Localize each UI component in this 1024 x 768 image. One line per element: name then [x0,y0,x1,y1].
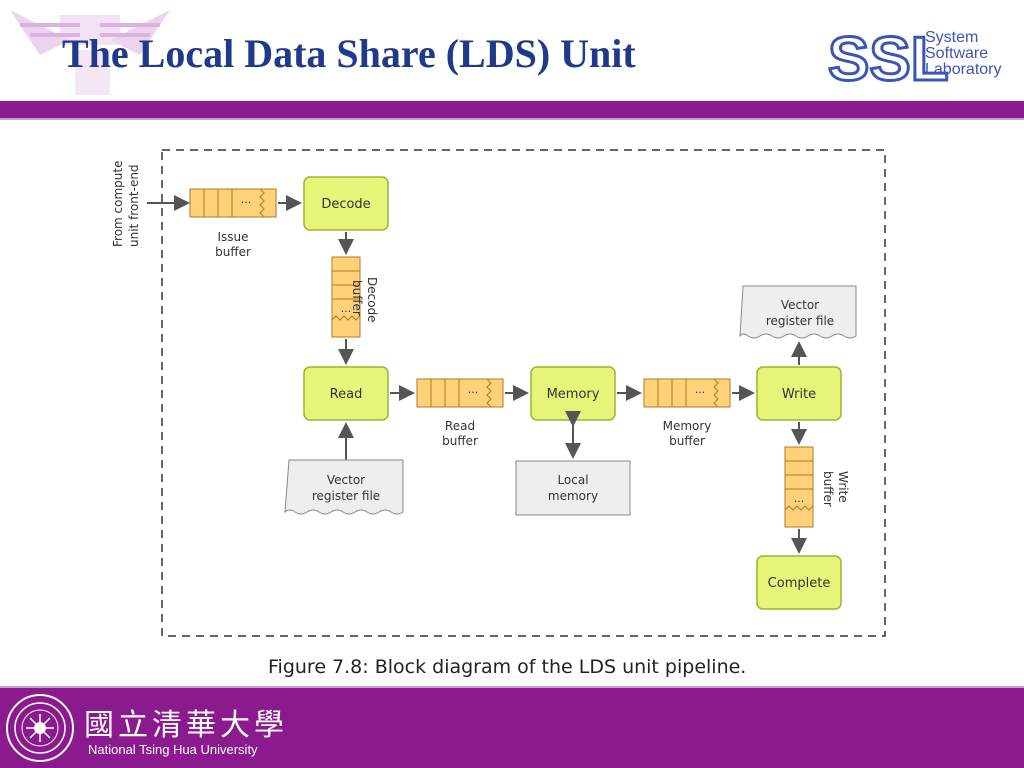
read-vrf-label-2: register file [312,489,380,503]
university-name-chinese: 國立清華大學 [84,708,288,743]
memory-buffer-label-1: Memory [663,419,712,433]
read-vrf-label-1: Vector [327,473,365,487]
complete-stage-label: Complete [768,576,831,591]
decode-buffer: ··· [331,256,361,338]
local-memory-label-1: Local [557,473,588,487]
write-stage-label: Write [782,387,816,402]
ssl-line-2: Software [925,45,989,62]
university-watermark-icon [10,10,170,95]
write-vrf-label-2: register file [766,314,834,328]
issue-buffer-label-1: Issue [217,230,248,244]
figure-caption: Figure 7.8: Block diagram of the LDS uni… [268,656,747,678]
slide-title: The Local Data Share (LDS) Unit [62,31,636,76]
write-buffer-ellipsis: ··· [794,495,805,508]
top-divider-bar [0,101,1024,118]
input-label-line-2: unit front-end [127,164,141,247]
complete-stage [756,555,842,610]
slide-header: The Local Data Share (LDS) Unit SSL Syst… [0,0,1024,100]
read-buffer-label-2: buffer [442,434,478,448]
write-vrf-label-1: Vector [781,298,819,312]
top-divider-line [0,118,1024,120]
university-name-english: National Tsing Hua University [88,742,258,757]
write-vector-register-file [739,285,857,339]
memory-buffer-ellipsis: ··· [695,386,706,399]
issue-buffer: ··· [189,188,277,218]
local-memory-label-2: memory [548,489,598,503]
ssl-logo-icon: SSL [828,24,950,88]
read-buffer: ··· [416,378,504,408]
decode-stage [303,176,389,231]
write-stage [756,366,842,421]
ssl-line-3: Laboratory [925,61,1002,78]
ssl-line-1: System [925,29,979,46]
local-memory [515,460,631,516]
lds-unit-boundary [161,149,886,637]
memory-buffer: ··· [643,378,731,408]
ssl-initials: SSL [828,25,949,88]
issue-buffer-ellipsis: ··· [241,196,252,209]
issue-buffer-label-2: buffer [215,245,251,259]
decode-buffer-ellipsis: ··· [341,305,352,318]
bottom-divider-line [0,686,1024,688]
ssl-logo-text: System Software Laboratory [925,30,1002,78]
memory-buffer-label-2: buffer [669,434,705,448]
decode-buffer-label-1: Decode [365,277,379,323]
read-stage [303,366,389,421]
slide-footer [0,688,1024,768]
write-buffer: ··· [784,446,814,528]
write-buffer-label-2: buffer [821,471,835,507]
decode-buffer-label-2: buffer [350,280,364,316]
read-buffer-label-1: Read [445,419,475,433]
write-buffer-label-1: Write [836,471,850,503]
input-label-line-1: From compute [111,161,125,247]
lds-pipeline-diagram: From compute unit front-end ··· Issue bu… [111,149,886,637]
read-buffer-ellipsis: ··· [468,386,479,399]
read-vector-register-file [284,459,404,515]
memory-stage-label: Memory [547,387,600,402]
read-stage-label: Read [330,387,363,402]
decode-stage-label: Decode [321,197,370,212]
university-seal-icon [6,694,74,762]
